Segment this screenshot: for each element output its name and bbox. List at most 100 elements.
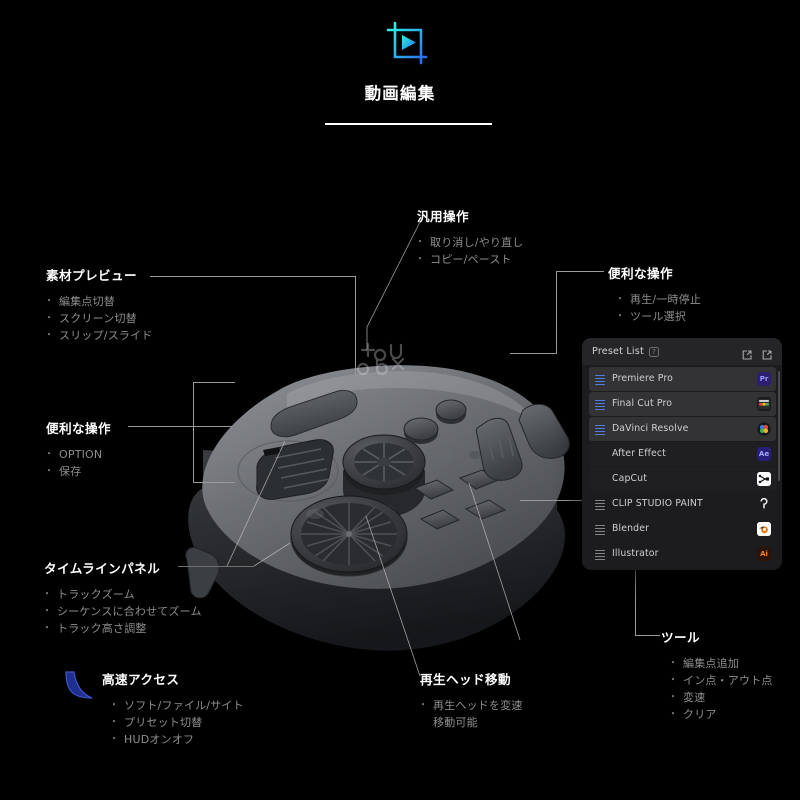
annotation-items: トラックズーム シーケンスに合わせてズーム トラック高さ調整 [42, 586, 202, 637]
list-item[interactable]: Illustrator Ai [589, 542, 776, 566]
list-item: HUDオンオフ [109, 731, 244, 748]
list-item: スクリーン切替 [44, 310, 153, 327]
video-crop-play-icon [381, 17, 433, 69]
preset-label: CLIP STUDIO PAINT [612, 498, 703, 510]
list-item[interactable]: DaVinci Resolve [589, 417, 776, 441]
list-item: トラック高さ調整 [42, 620, 202, 637]
annotation-useful-operation-left: 便利な操作 OPTION 保存 [44, 418, 111, 480]
list-item: OPTION [44, 446, 111, 463]
annotation-items: 編集点追加 イン点・アウト点 変速 クリア [668, 655, 773, 723]
preset-list-title: Preset List [592, 346, 644, 357]
app-icon-text: Ai [760, 549, 768, 558]
annotation-items: 再生ヘッドを変速 移動可能 [418, 697, 523, 731]
drag-handle-icon[interactable] [595, 475, 605, 483]
list-item: ソフト/ファイル/サイト [109, 697, 244, 714]
list-item: スリップ/スライド [44, 327, 153, 344]
list-item: 再生ヘッドを変速 [418, 697, 523, 714]
premiere-pro-icon: Pr [757, 371, 771, 386]
list-item: ツール選択 [615, 308, 701, 325]
annotation-material-preview: 素材プレビュー 編集点切替 スクリーン切替 スリップ/スライド [44, 265, 153, 344]
preset-list-header: Preset List ? [582, 338, 782, 365]
preset-label: Blender [612, 523, 650, 535]
annotation-items: 編集点切替 スクリーン切替 スリップ/スライド [44, 293, 153, 344]
list-item: 取り消し/やり直し [415, 234, 524, 251]
annotation-items: 取り消し/やり直し コピー/ペースト [415, 234, 524, 268]
annotation-title: ツール [661, 630, 700, 645]
davinci-resolve-icon [757, 422, 771, 436]
illustrator-icon: Ai [757, 546, 771, 561]
annotation-title: 便利な操作 [608, 266, 673, 281]
final-cut-pro-icon [757, 396, 771, 411]
preset-list-body[interactable]: Premiere Pro Pr Final Cut Pro [582, 365, 782, 570]
drag-handle-icon[interactable] [595, 450, 605, 458]
export-icon[interactable] [741, 346, 753, 360]
fan-wedge-icon [62, 668, 96, 702]
list-item: 変速 [668, 689, 773, 706]
list-item: プリセット切替 [109, 714, 244, 731]
drag-handle-icon[interactable] [595, 499, 605, 511]
list-item: クリア [668, 706, 773, 723]
tourbox-controller [175, 318, 605, 668]
connector-material-preview [150, 276, 355, 277]
preset-label: Premiere Pro [612, 373, 673, 385]
connector-useful-left-top [193, 382, 235, 383]
connector-useful-left-bot [193, 482, 235, 483]
annotation-title: 高速アクセス [102, 672, 180, 687]
annotation-title: 素材プレビュー [46, 268, 137, 283]
connector-useful-left [128, 426, 232, 427]
list-item[interactable]: Premiere Pro Pr [589, 367, 776, 391]
list-item: コピー/ペースト [415, 251, 524, 268]
connector-tool [635, 635, 660, 636]
annotation-title: 再生ヘッド移動 [420, 672, 511, 687]
list-item[interactable]: After Effect Ae [589, 442, 776, 466]
drag-handle-icon[interactable] [595, 399, 605, 411]
list-item[interactable]: Blender [589, 517, 776, 541]
list-item: 編集点追加 [668, 655, 773, 672]
annotation-useful-operation-right: 便利な操作 再生/一時停止 ツール選択 [608, 263, 701, 325]
connector-useful-left-v [193, 382, 194, 482]
annotation-title: 便利な操作 [46, 421, 111, 436]
blender-icon [757, 521, 771, 536]
annotation-items: ソフト/ファイル/サイト プリセット切替 HUDオンオフ [109, 697, 244, 748]
connector-useful-right [556, 271, 604, 272]
list-item[interactable]: Final Cut Pro [589, 392, 776, 416]
list-item: 移動可能 [433, 716, 478, 729]
app-icon-text: Ae [758, 449, 770, 458]
drag-handle-icon[interactable] [595, 374, 605, 386]
title-divider [325, 123, 492, 125]
list-item[interactable]: CapCut [589, 467, 776, 491]
annotation-title: タイムラインパネル [44, 561, 161, 576]
preset-label: CapCut [612, 473, 648, 485]
list-item: シーケンスに合わせてズーム [42, 603, 202, 620]
connector-material-preview-down [355, 276, 356, 376]
annotation-quick-access: 高速アクセス ソフト/ファイル/サイト プリセット切替 HUDオンオフ [102, 669, 244, 748]
annotation-playhead-move: 再生ヘッド移動 再生ヘッドを変速 移動可能 [418, 669, 523, 731]
preset-label: DaVinci Resolve [612, 423, 689, 435]
preset-list-panel[interactable]: Preset List ? Premiere Pro Pr [582, 338, 782, 570]
import-icon[interactable] [761, 346, 773, 360]
list-item[interactable]: CLIP STUDIO PAINT [589, 492, 776, 516]
drag-handle-icon[interactable] [595, 549, 605, 561]
connector-useful-right-h2 [510, 353, 557, 354]
list-item: イン点・アウト点 [668, 672, 773, 689]
connector-timeline [178, 566, 254, 567]
connector-useful-right-v [556, 271, 557, 353]
annotation-tool: ツール 編集点追加 イン点・アウト点 変速 クリア [661, 627, 773, 723]
question-mark-icon[interactable]: ? [648, 346, 659, 357]
drag-handle-icon[interactable] [595, 524, 605, 536]
scrollbar[interactable] [778, 371, 780, 481]
drag-handle-icon[interactable] [595, 424, 605, 436]
preset-label: After Effect [612, 448, 666, 460]
capcut-icon [757, 471, 771, 486]
annotation-general-operation: 汎用操作 取り消し/やり直し コピー/ペースト [415, 206, 524, 268]
connector-tool-h2 [520, 500, 636, 501]
list-item: 編集点切替 [44, 293, 153, 310]
list-item: 保存 [44, 463, 111, 480]
page-title: 動画編集 [364, 84, 436, 103]
preset-label: Final Cut Pro [612, 398, 673, 410]
annotation-timeline-panel: タイムラインパネル トラックズーム シーケンスに合わせてズーム トラック高さ調整 [42, 558, 202, 637]
app-icon-text: Pr [759, 374, 769, 383]
annotation-items: OPTION 保存 [44, 446, 111, 480]
annotation-items: 再生/一時停止 ツール選択 [615, 291, 701, 325]
